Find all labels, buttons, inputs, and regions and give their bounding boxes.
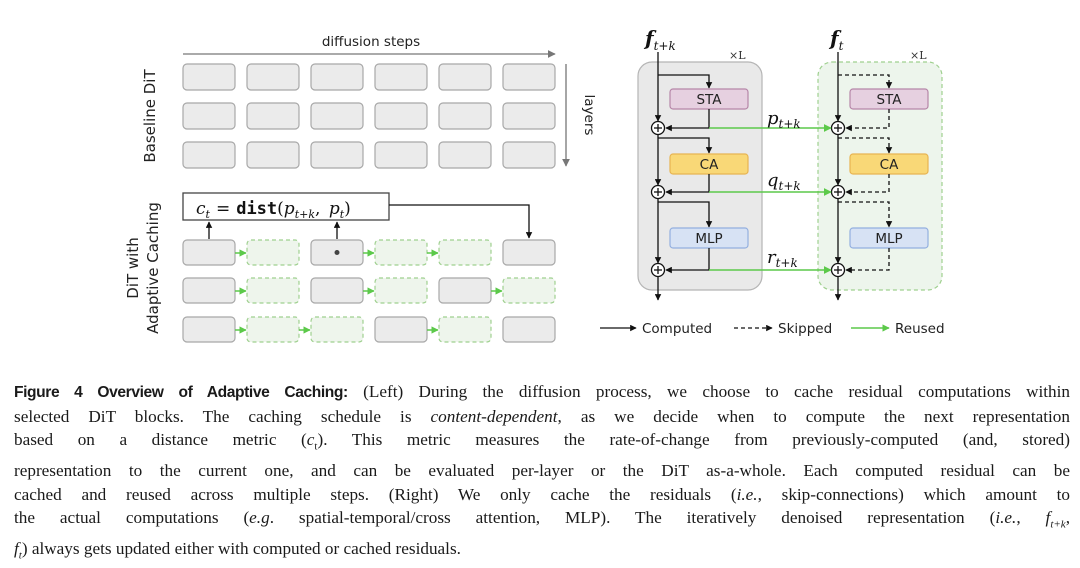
residual-return-arrow [845,174,890,196]
caption-math: c [306,430,315,450]
computed-cell [182,316,236,343]
module-label: STA [876,92,902,108]
legend-skipped-label: Skipped [778,321,832,337]
residual-label-q: qt+k [767,170,801,193]
input-f-t: ft [828,26,844,53]
repeat-label-left: ×L [729,49,746,62]
module-label: CA [880,157,899,173]
caption-text: representation to the current one, and c… [14,461,1070,481]
caption-math: f [14,539,19,559]
caption-text: based on a distance metric ( [14,430,307,450]
caption-math-sub: t [314,440,318,453]
reused-cell [246,316,300,343]
reused-cell [502,277,556,304]
baseline-grid [182,63,556,169]
module-label: STA [696,92,722,108]
baseline-cell [374,141,428,169]
baseline-cell [182,63,236,91]
baseline-cell [438,102,492,130]
branch-arrow [658,201,713,228]
baseline-cell [246,63,300,91]
baseline-cell [502,63,556,91]
caption-text: ) always gets updated either with comput… [21,539,461,559]
reused-cell [310,316,364,343]
caption-text: ). This metric measures the rate-of-chan… [317,430,1070,450]
branch-arrow [658,137,713,154]
dit-with-label: DiT with [124,237,142,298]
caption-text: , skip-connections) which amount to [757,484,1070,504]
decision-arrow [389,204,533,239]
module-label: MLP [695,231,722,247]
caption-emphasis: i.e. [736,484,758,504]
residual-return-arrow [845,248,890,274]
branch-arrow [838,201,893,228]
distance-formula-box [182,192,390,221]
branch-arrow [838,74,893,89]
baseline-cell [502,141,556,169]
baseline-cell [502,102,556,130]
baseline-cell [438,141,492,169]
adaptive-caching-grid [182,239,556,343]
computed-cell [182,277,236,304]
reused-cell [246,277,300,304]
input-f-t-plus-k: ft+k [643,26,676,53]
caption-emphasis: content-dependent [430,406,558,426]
caption-text: selected DiT blocks. The caching schedul… [14,406,431,426]
caption-text: , [1065,508,1070,528]
baseline-cell [182,102,236,130]
residual-label-r: rt+k [767,247,798,270]
repeat-label-right: ×L [910,49,927,62]
baseline-cell [374,63,428,91]
figure-caption: Figure 4 Overview of Adaptive Caching: (… [14,380,1070,568]
diffusion-steps-label: diffusion steps [322,34,420,50]
reused-cell [438,239,492,266]
caption-text: . spatial-temporal/cross attention, MLP)… [269,508,996,528]
branch-arrow [838,137,893,154]
baseline-cell [310,63,364,91]
figure-diagram: diffusion steps layers Baseline DiT DiT … [124,26,945,343]
baseline-cell [310,141,364,169]
caption-math: f [1045,508,1051,528]
reused-cell [374,239,428,266]
caption-lead: Figure 4 Overview of Adaptive Caching: [14,384,348,401]
distance-formula: ct=dist(pt+k, pt) [196,199,351,221]
baseline-dit-label: Baseline DiT [141,69,159,163]
left-panel: diffusion steps layers Baseline DiT DiT … [124,34,597,343]
right-panel: ×L ft+k ×L ft STA CA MLP STA CA MLP pt+k qt+k… [600,26,945,337]
caption-math-sub: t+k [1050,518,1066,531]
marked-cell-dot [334,250,340,255]
baseline-cell [438,63,492,91]
reused-cell [374,277,428,304]
caption-text: cached and reused across multiple steps.… [14,484,737,504]
legend: Computed Skipped Reused [600,321,945,337]
caption-emphasis: e.g [249,508,270,528]
adaptive-caching-label: Adaptive Caching [144,202,162,334]
computed-cell [438,277,492,304]
caption-text: , as we decide when to compute the next … [557,406,1071,426]
computed-cell [182,239,236,266]
module-label: CA [700,157,719,173]
caption-text: , [1016,508,1046,528]
layers-label: layers [581,95,597,136]
reused-cell [438,316,492,343]
caption-text: the actual computations ( [14,508,250,528]
caption-emphasis: i.e. [995,508,1017,528]
baseline-cell [246,102,300,130]
baseline-cell [374,102,428,130]
branch-arrow [658,74,713,89]
reused-cell [246,239,300,266]
computed-cell [502,239,556,266]
baseline-cell [310,102,364,130]
computed-cell [310,277,364,304]
baseline-cell [246,141,300,169]
computed-cell [502,316,556,343]
baseline-cell [182,141,236,169]
caption-text: (Left) During the diffusion process, we … [347,382,1070,401]
legend-reused-label: Reused [895,321,945,337]
module-label: MLP [875,231,902,247]
computed-cell [374,316,428,343]
residual-label-p: pt+k [767,108,801,131]
legend-computed-label: Computed [642,321,712,337]
